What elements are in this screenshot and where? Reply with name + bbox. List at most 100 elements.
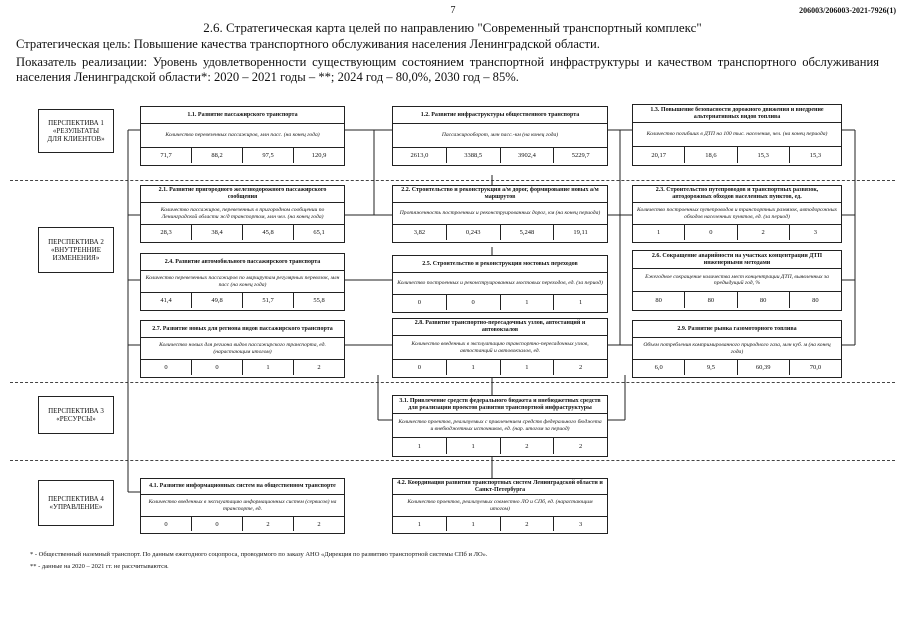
goal-title: 2.5. Строительство и реконструкция мосто… — [393, 256, 607, 273]
goal-box-1-2: 1.2. Развитие инфраструктуры общественно… — [392, 106, 608, 166]
goal-title: 2.8. Развитие транспортно-пересадочных у… — [393, 319, 607, 336]
goal-value-cell: 2 — [242, 517, 293, 531]
goal-value-cell: 41,4 — [160, 297, 172, 304]
goal-value-cell: 71,7 — [160, 152, 172, 159]
perspective-divider — [10, 382, 895, 383]
goal-value-cell: 3,82 — [413, 229, 426, 236]
goal-value-cell: 97,5 — [242, 148, 293, 163]
goal-box-4-1: 4.1. Развитие информационных систем на о… — [140, 478, 345, 534]
perspective-1-label: ПЕРСПЕКТИВА 1 «РЕЗУЛЬТАТЫ ДЛЯ КЛИЕНТОВ» — [38, 109, 114, 153]
goal-value-cell: 15,3 — [788, 147, 841, 163]
perspective-divider — [10, 180, 895, 181]
goal-value-cell: 2 — [293, 360, 344, 375]
goal-box-2-4: 2.4. Развитие автомобильного пассажирско… — [140, 253, 345, 311]
goal-value-cell: 0,243 — [445, 225, 500, 240]
goal-title: 4.2. Координация развития транспортных с… — [393, 479, 607, 495]
goal-value-cell: 0 — [417, 364, 421, 371]
goal-value-cell: 0 — [445, 295, 500, 310]
goal-title: 2.9. Развитие рынка газомоторного топлив… — [633, 321, 841, 338]
goal-value-cell: 2 — [293, 517, 344, 531]
goal-value-cell: 1 — [445, 517, 500, 531]
goal-value-cell: 1 — [657, 229, 661, 236]
implementation-indicator: Показатель реализации: Уровень удовлетво… — [16, 55, 879, 84]
goal-value-cell: 2 — [736, 225, 789, 240]
perspective-4-label: ПЕРСПЕКТИВА 4 «УПРАВЛЕНИЕ» — [38, 480, 114, 526]
page-number: 7 — [450, 5, 456, 16]
goal-box-2-3: 2.3. Строительство путепроводов и трансп… — [632, 185, 842, 243]
goal-value-cell: 0 — [191, 517, 242, 531]
goal-value-cell: 2613,0 — [410, 152, 429, 159]
goal-value-cell: 88,2 — [191, 148, 242, 163]
goal-value-cell: 80 — [684, 292, 736, 308]
goal-value-cell: 70,0 — [788, 360, 841, 375]
goal-value-cell: 51,7 — [242, 293, 293, 308]
goal-indicator: Количество новых для региона видов пасса… — [159, 342, 326, 355]
goal-indicator: Объем потребления компримированного прир… — [643, 342, 831, 355]
goal-value-cell: 18,6 — [684, 147, 736, 163]
goal-box-1-3: 1.3. Повышение безопасности дорожного дв… — [632, 104, 842, 166]
goal-value-cell: 55,8 — [293, 293, 344, 308]
goal-indicator: Количество введенных в эксплуатацию инфо… — [148, 499, 337, 512]
goal-value-cell: 80 — [655, 296, 662, 304]
goal-indicator: Ежегодное сокращение количества мест кон… — [645, 273, 829, 287]
goal-indicator: Количество построенных путепроводов и тр… — [637, 207, 837, 220]
goal-title: 1.2. Развитие инфраструктуры общественно… — [393, 107, 607, 124]
goal-value-cell: 38,4 — [191, 225, 242, 240]
goal-value-cell: 1 — [445, 438, 500, 454]
goal-box-2-2: 2.2. Строительство и реконструкция а/м д… — [392, 185, 608, 243]
goal-value-cell: 3388,5 — [445, 148, 500, 163]
goal-title: 2.1. Развитие пригородного железнодорожн… — [141, 186, 344, 203]
goal-indicator: Количество проектов, реализуемых совмест… — [407, 499, 593, 512]
goal-title: 2.2. Строительство и реконструкция а/м д… — [393, 186, 607, 203]
goal-title: 2.3. Строительство путепроводов и трансп… — [633, 186, 841, 203]
goal-value-cell: 60,39 — [736, 360, 789, 375]
goal-value-cell: 9,5 — [684, 360, 736, 375]
goal-value-cell: 28,3 — [160, 229, 172, 236]
footnote-2: ** - данные на 2020 – 2021 гг. не рассчи… — [30, 563, 169, 570]
goal-indicator: Количество введенных в эксплуатацию тран… — [411, 341, 589, 354]
goal-indicator: Количество погибших в ДТП на 100 тыс. на… — [646, 131, 828, 138]
goal-value-cell: 65,1 — [293, 225, 344, 240]
goal-value-cell: 1 — [417, 442, 421, 450]
goal-indicator: Количество проектов, реализуемых с привл… — [398, 419, 602, 432]
goal-box-2-9: 2.9. Развитие рынка газомоторного топлив… — [632, 320, 842, 378]
goal-value-cell: 15,3 — [736, 147, 789, 163]
goal-value-cell: 20,17 — [651, 151, 666, 159]
document-id: 206003/206003-2021-7926(1) — [799, 6, 896, 15]
goal-value-cell: 120,9 — [293, 148, 344, 163]
goal-value-cell: 80 — [788, 292, 841, 308]
goal-box-2-7: 2.7. Развитие новых для региона видов па… — [140, 320, 345, 378]
footnote-1: * - Общественный наземный транспорт. По … — [30, 551, 488, 558]
goal-value-cell: 1 — [445, 360, 500, 375]
goal-value-cell: 3902,4 — [499, 148, 554, 163]
goal-indicator: Количество перевезенных пассажиров по ма… — [145, 275, 340, 288]
goal-title: 3.1. Привлечение средств федерального бю… — [393, 396, 607, 414]
goal-title: 1.1. Развитие пассажирского транспорта — [141, 107, 344, 124]
goal-value-cell: 2 — [553, 438, 607, 454]
goal-value-cell: 0 — [191, 360, 242, 375]
goal-box-3-1: 3.1. Привлечение средств федерального бю… — [392, 395, 608, 457]
goal-value-cell: 1 — [499, 360, 554, 375]
goal-value-cell: 0 — [164, 364, 168, 371]
goal-value-cell: 1 — [417, 520, 421, 528]
goal-indicator: Количество перевезенных пассажиров, млн … — [165, 132, 320, 139]
perspective-3-label: ПЕРСПЕКТИВА 3 «РЕСУРСЫ» — [38, 396, 114, 434]
goal-title: 2.4. Развитие автомобильного пассажирско… — [141, 254, 344, 271]
goal-value-cell: 3 — [788, 225, 841, 240]
goal-indicator: Количество пассажиров, перевезенных в пр… — [160, 207, 325, 220]
goal-value-cell: 80 — [736, 292, 789, 308]
goal-value-cell: 0 — [417, 299, 421, 306]
goal-value-cell: 1 — [553, 295, 607, 310]
goal-value-cell: 5,248 — [499, 225, 554, 240]
